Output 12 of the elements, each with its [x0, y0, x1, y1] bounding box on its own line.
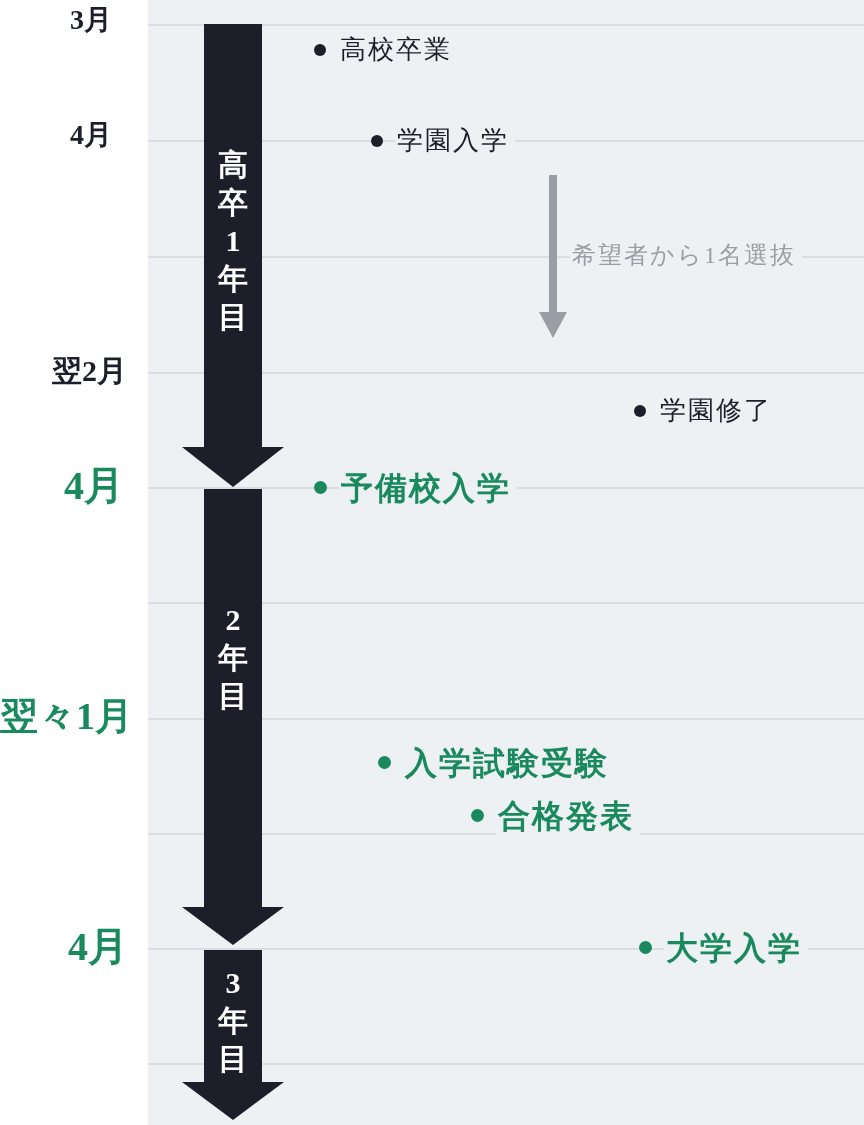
month-label: 4月	[68, 927, 128, 967]
month-label: 3月	[70, 6, 112, 34]
event-label: 予備校入学	[339, 468, 517, 508]
arrow-label: 希望者から1名選抜	[570, 241, 802, 270]
period-label: 高卒1年目	[216, 147, 249, 335]
period-label: 3年目	[216, 965, 249, 1077]
month-label: 4月	[64, 466, 124, 506]
month-label: 翌々1月	[0, 697, 133, 735]
month-label: 翌2月	[52, 356, 127, 386]
period-label: 2年目	[216, 602, 249, 714]
event-label: 大学入学	[664, 928, 808, 968]
month-label: 4月	[70, 121, 112, 149]
